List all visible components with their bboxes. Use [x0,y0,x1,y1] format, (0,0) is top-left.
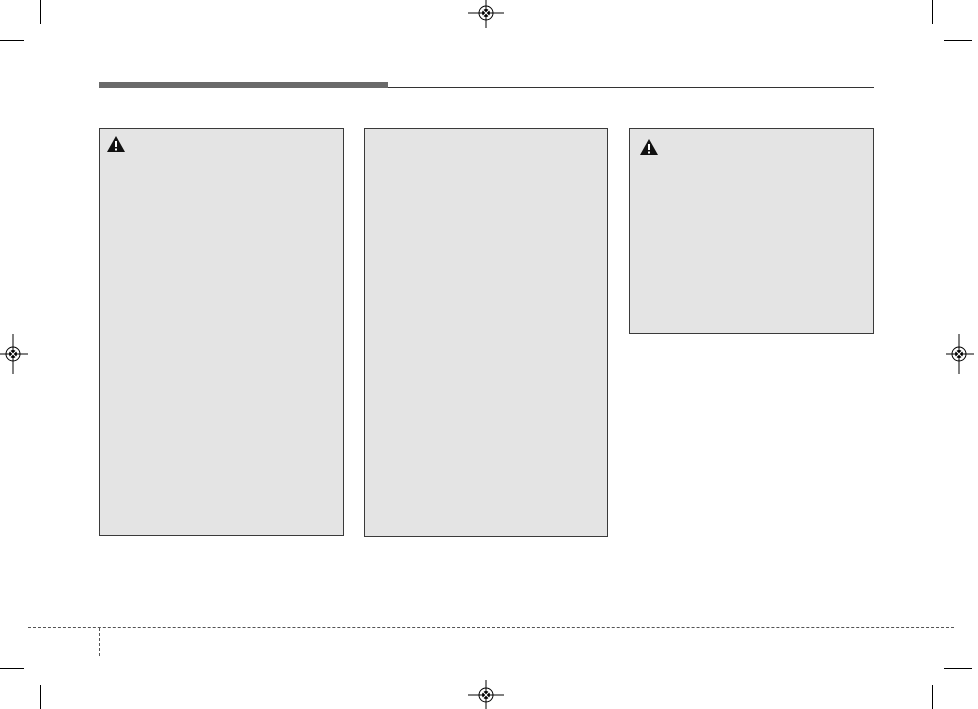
footer-dashed-rule [28,627,954,628]
registration-mark-icon [946,334,974,374]
footer-dashed-divider [99,628,100,656]
warning-panel-left [99,128,344,536]
warning-panel-right [629,128,874,334]
info-panel-middle [364,128,608,537]
crop-mark [40,0,41,24]
crop-mark [932,0,933,24]
warning-triangle-icon [107,136,125,152]
registration-mark-icon [468,680,504,709]
warning-triangle-icon [640,139,658,155]
crop-mark [40,685,41,709]
crop-mark [932,685,933,709]
header-bar-thick [99,82,388,88]
crop-mark [0,668,24,669]
registration-mark-icon [0,334,28,374]
header-rule-thin [388,87,874,88]
crop-mark [0,40,24,41]
crop-mark [944,40,972,41]
registration-mark-icon [468,0,504,28]
crop-mark [944,668,972,669]
